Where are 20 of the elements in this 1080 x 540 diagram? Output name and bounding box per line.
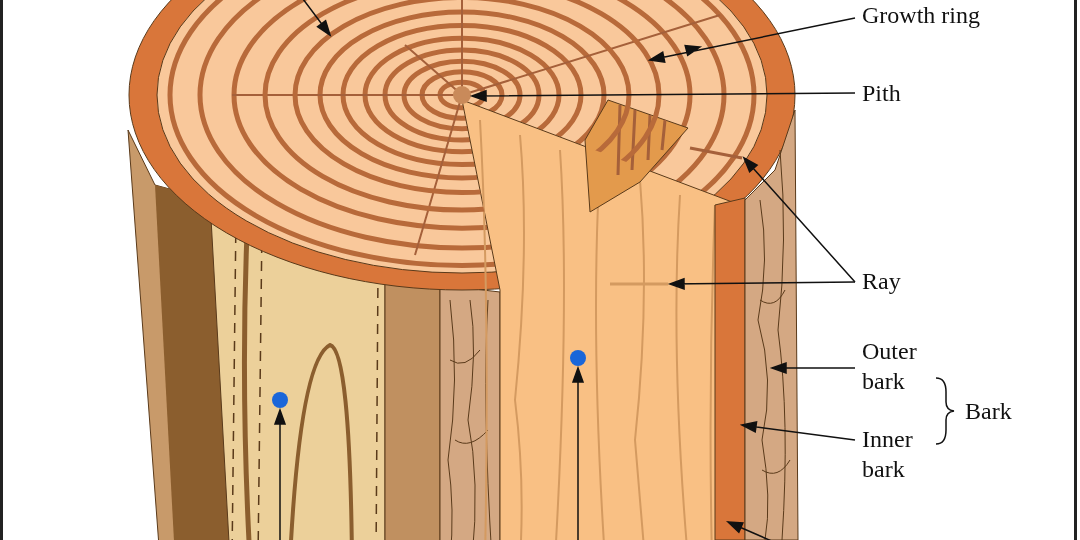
inner-bark-band: [714, 197, 746, 540]
leader-line: [743, 157, 856, 283]
part-label: Growth ring: [862, 0, 1022, 30]
leader-line: [669, 277, 856, 290]
marker-dot: [272, 392, 288, 408]
part-label: Outer bark: [862, 336, 942, 396]
marker-dot: [570, 350, 586, 366]
leader-line: [771, 361, 856, 374]
leader-line: [649, 17, 856, 63]
part-label: Pith: [862, 78, 942, 108]
outer-bark-band: [744, 109, 799, 540]
group-label: Bark: [965, 397, 1012, 426]
leader-line: [572, 367, 585, 540]
part-label: Ray: [862, 266, 942, 296]
leader-line: [741, 420, 856, 441]
leader-line: [274, 409, 287, 540]
ray-line: [610, 282, 668, 286]
ray-line: [689, 146, 743, 160]
leader-line: [471, 89, 856, 102]
part-label: Inner bark: [862, 424, 942, 484]
